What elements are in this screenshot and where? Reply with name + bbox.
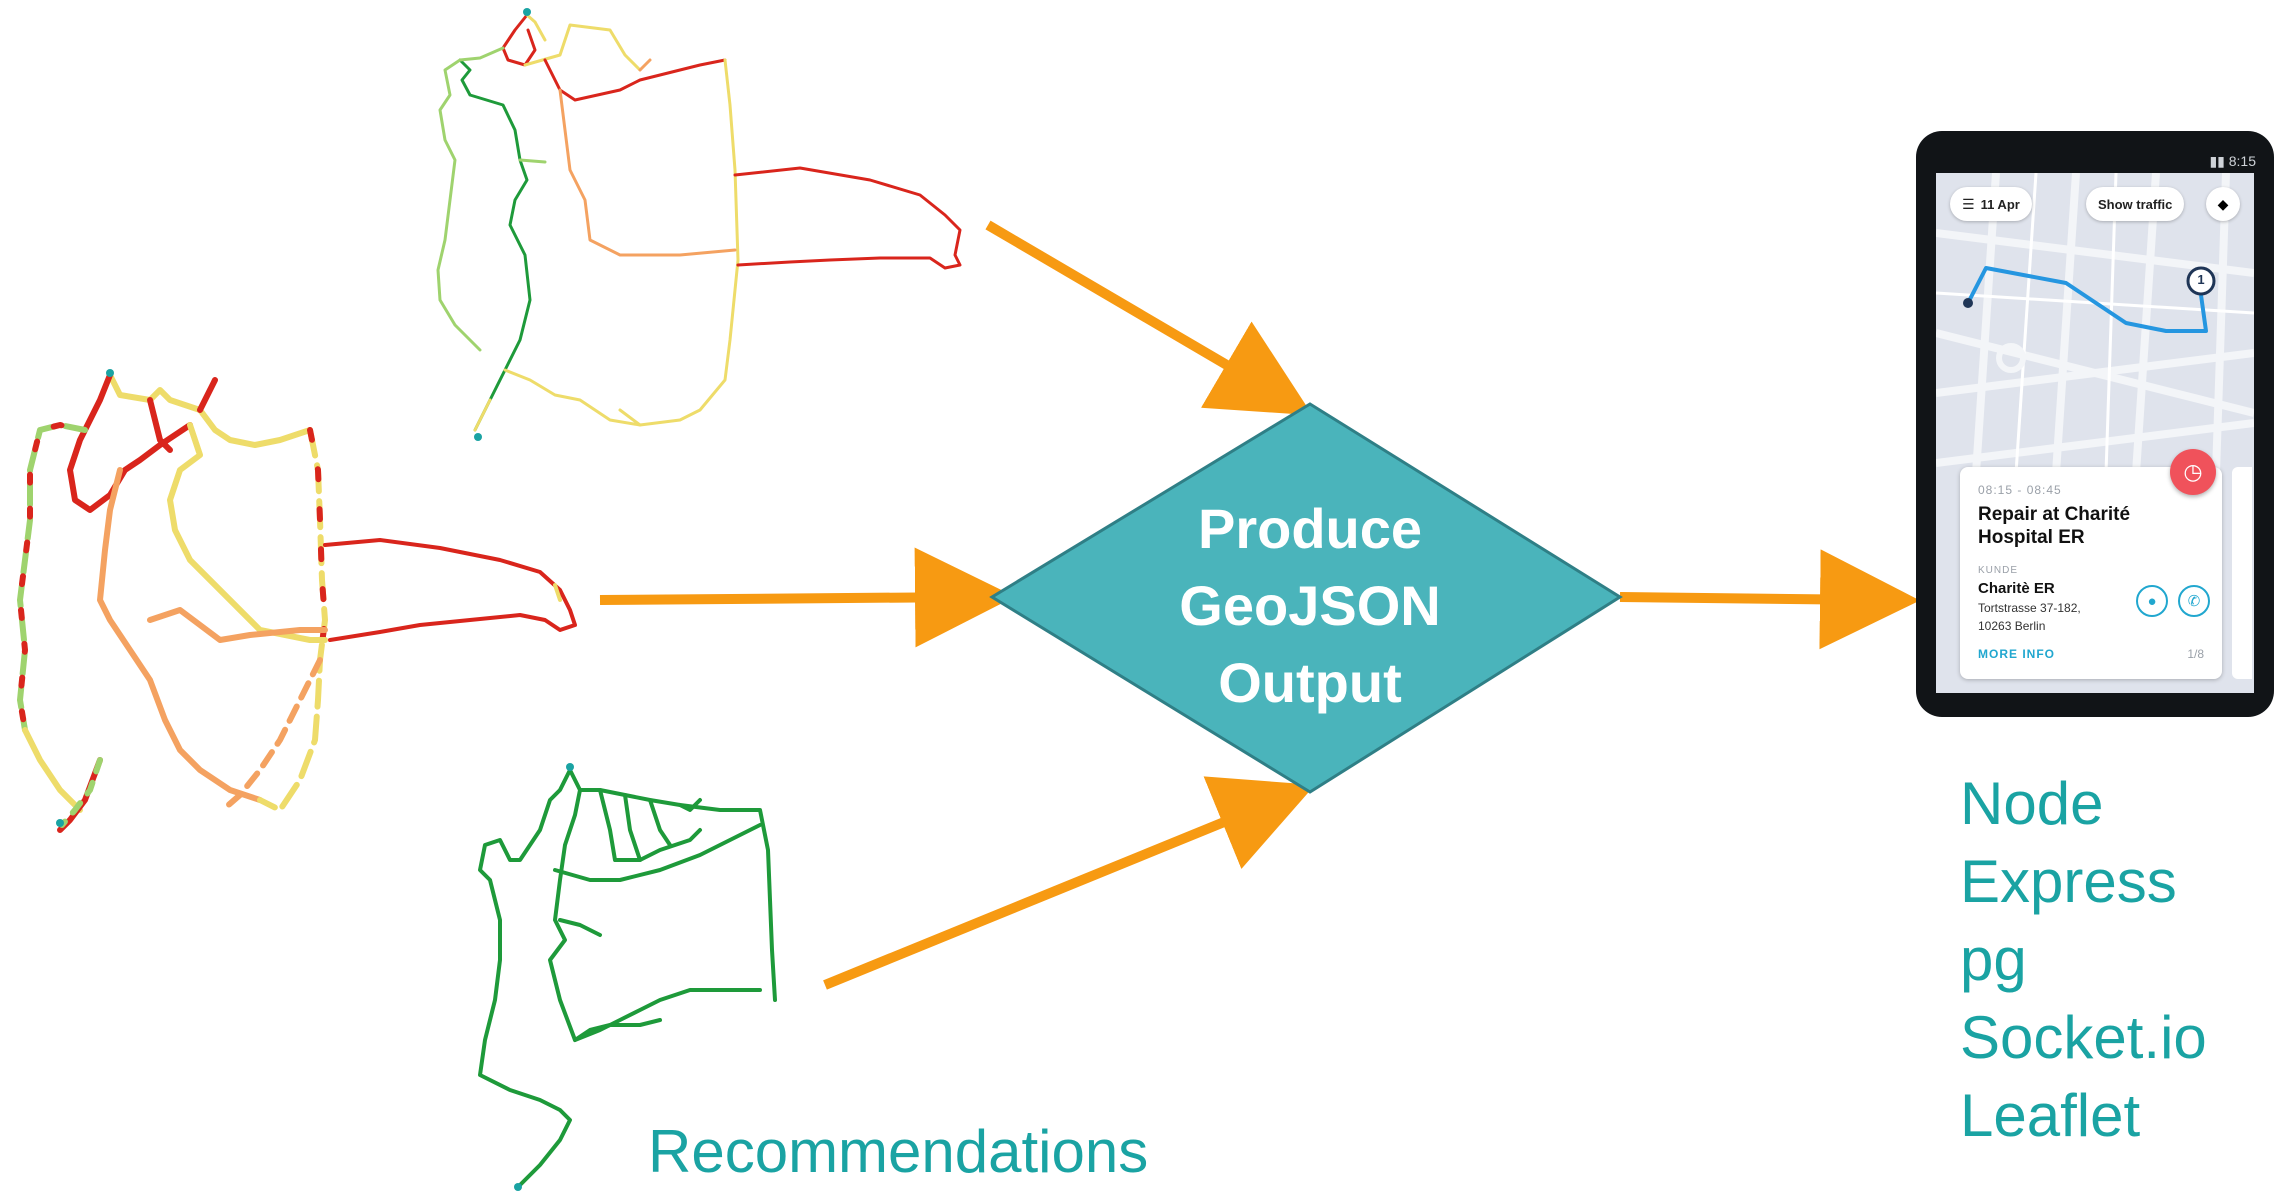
tech-item-leaflet: Leaflet xyxy=(1960,1082,2141,1149)
route-map-top xyxy=(436,8,962,441)
map-route-line xyxy=(1966,266,2208,333)
tech-item-pg: pg xyxy=(1960,926,2027,993)
job-title: Repair at Charité Hospital ER xyxy=(1978,504,2131,548)
address-line-1: Tortstrasse 37-182, xyxy=(1978,601,2081,615)
stop-marker-number: 1 xyxy=(2197,272,2205,287)
tech-stack-list: Node Express pg Socket.io Leaflet xyxy=(1960,765,2207,1155)
route-map-bottom xyxy=(478,763,777,1191)
process-line-1: Produce xyxy=(1197,497,1423,560)
list-icon: ☰ xyxy=(1962,195,1975,212)
timer-button[interactable]: ◷ xyxy=(2170,449,2216,495)
arrows xyxy=(599,220,1920,990)
job-card[interactable]: 08:15 - 08:45 Repair at Charité Hospital… xyxy=(1960,467,2222,679)
customer-address: Tortstrasse 37-182, 10263 Berlin xyxy=(1978,599,2108,635)
job-time: 08:15 - 08:45 xyxy=(1978,483,2062,497)
arrow-bottom-to-process xyxy=(823,776,1316,990)
date-chip[interactable]: ☰ 11 Apr xyxy=(1950,187,2032,221)
date-chip-label: 11 Apr xyxy=(1980,196,2020,212)
customer-name: Charitè ER xyxy=(1978,580,2055,597)
arrow-top-to-process xyxy=(985,220,1313,416)
clock-icon: ◷ xyxy=(2183,459,2203,484)
map-start-dot xyxy=(1963,298,1973,308)
tech-item-express: Express xyxy=(1960,848,2177,915)
show-traffic-label: Show traffic xyxy=(2098,196,2173,212)
tech-item-socketio: Socket.io xyxy=(1960,1004,2207,1071)
map-streets xyxy=(1936,173,2254,474)
navigate-button[interactable]: ◆ xyxy=(2206,187,2240,221)
more-info-link[interactable]: MORE INFO xyxy=(1978,647,2055,661)
status-time: 8:15 xyxy=(2228,153,2256,169)
process-line-2: GeoJSON xyxy=(1179,574,1441,637)
next-card-peek[interactable] xyxy=(2232,467,2252,679)
customer-section-label: KUNDE xyxy=(1978,565,2019,576)
app-screen: 1 ☰ 11 Apr Show traffic ◆ 08:15 - 08:45 … xyxy=(1936,173,2254,693)
tech-item-node: Node xyxy=(1960,770,2104,837)
arrow-process-to-app xyxy=(1619,549,1920,650)
status-bar: ▮▮ 8:15 xyxy=(2209,153,2256,170)
arrow-left-to-process xyxy=(599,547,1015,648)
address-line-2: 10263 Berlin xyxy=(1978,619,2046,633)
map-roundabout xyxy=(1996,343,2026,373)
contact-person-button[interactable]: ● xyxy=(2136,585,2168,617)
process-line-3: Output xyxy=(1218,651,1402,714)
card-pagination: 1/8 xyxy=(2187,647,2204,661)
show-traffic-button[interactable]: Show traffic xyxy=(2086,187,2185,221)
phone-icon: ✆ xyxy=(2187,593,2201,610)
process-label: Produce GeoJSON Output xyxy=(1120,490,1500,721)
person-icon: ● xyxy=(2147,592,2157,610)
process-diamond xyxy=(989,402,1623,794)
map-stop-marker[interactable] xyxy=(2186,266,2216,296)
route-map-left xyxy=(17,369,577,833)
navigation-icon: ◆ xyxy=(2217,195,2229,212)
recommendations-label: Recommendations xyxy=(648,1118,1149,1185)
signal-icon: ▮▮ xyxy=(2209,153,2229,169)
call-button[interactable]: ✆ xyxy=(2178,585,2210,617)
tablet-mockup: ▮▮ 8:15 1 xyxy=(1916,131,2274,717)
